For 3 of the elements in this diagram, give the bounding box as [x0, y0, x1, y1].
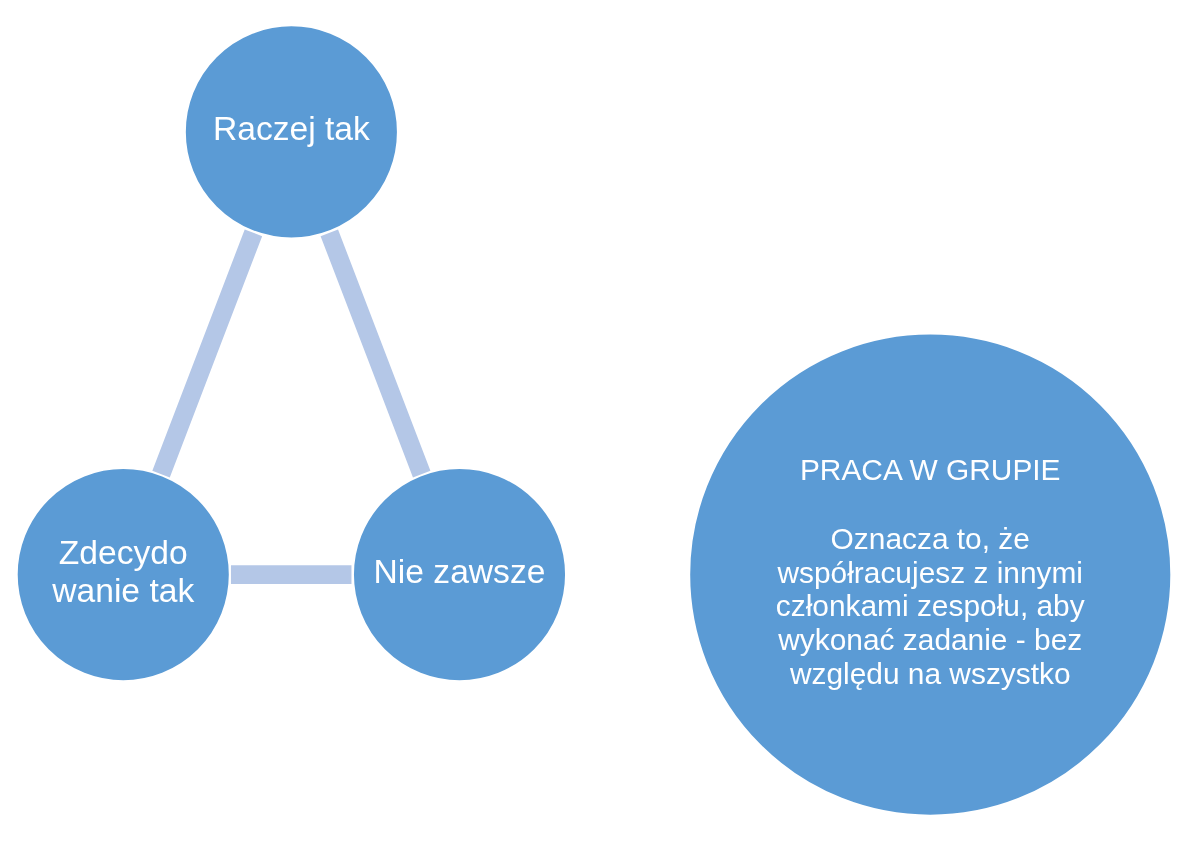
connector — [152, 229, 263, 478]
connector — [320, 229, 431, 478]
connector — [230, 565, 352, 584]
